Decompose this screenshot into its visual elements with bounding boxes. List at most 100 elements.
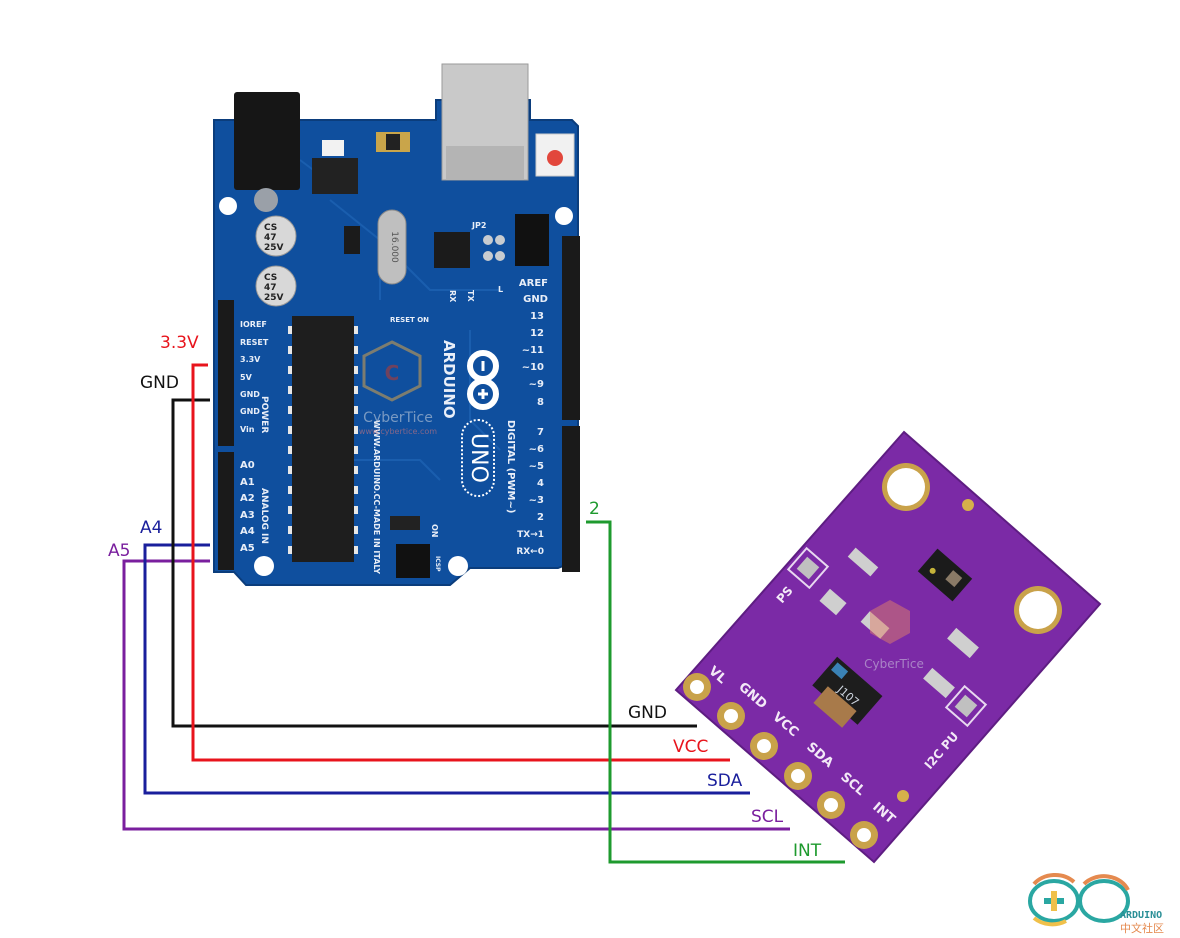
capacitor-text: 25V	[264, 293, 284, 303]
wire-sda	[143, 543, 750, 795]
watermark-brand: CyberTice	[363, 410, 433, 426]
crystal-oscillator: 16.000	[377, 209, 407, 285]
analog-in-label: ANALOG IN	[259, 488, 269, 544]
pin-label-5: ~5	[529, 461, 544, 472]
mounting-hole	[254, 556, 274, 576]
uno-text: UNO	[466, 433, 491, 483]
wire-scl	[122, 559, 790, 831]
pin-label-gnd: GND	[240, 390, 260, 399]
sensor-pcb	[674, 430, 1102, 864]
pin-label-1: TX→1	[517, 530, 544, 540]
ps-jumper	[786, 546, 830, 590]
power-pin-labels: IOREF RESET 3.3V 5V GND GND Vin	[240, 320, 269, 434]
pin-label-gnd: GND	[240, 407, 260, 416]
capacitor-text: 25V	[264, 243, 284, 253]
digital-pin-labels: AREF GND 13 12 ~11 ~10 ~9 8 7 ~6 ~5 4 ~3…	[516, 278, 548, 557]
mounting-hole	[219, 197, 237, 215]
pin-label-7: 7	[537, 427, 544, 438]
rx-led-label: RX	[448, 290, 457, 303]
pin-label-a4: A4	[240, 526, 255, 537]
analog-pin-labels: A0 A1 A2 A3 A4 A5	[240, 460, 255, 554]
capacitor-text: 47	[264, 233, 277, 243]
usb-port-front	[446, 146, 524, 180]
arduino-uno-board: CS 47 25V CS 47 25V 16.000 JP2	[213, 63, 580, 586]
jp2-label: JP2	[471, 221, 486, 230]
capacitor-text: CS	[264, 223, 277, 233]
icsp-header-bottom	[396, 544, 430, 578]
pin-label-8: 8	[537, 397, 544, 408]
svg-text:C: C	[385, 361, 400, 385]
analog-header	[218, 452, 234, 570]
label-vcc: VCC	[673, 737, 708, 757]
usb-controller-chip	[434, 232, 470, 268]
digital-label: DIGITAL (PWM~)	[505, 420, 516, 513]
label-a5: A5	[108, 541, 130, 561]
wire-vcc	[191, 363, 730, 762]
pin-label-3v3: 3.3V	[240, 355, 261, 364]
reset-on-label: RESET ON	[390, 316, 429, 324]
label-sensor-gnd: GND	[628, 703, 667, 723]
pin-label-a1: A1	[240, 477, 255, 488]
pin-label-10: ~10	[522, 362, 544, 373]
pin-label-12: 12	[530, 328, 544, 339]
pin-label-13: 13	[530, 311, 544, 322]
pin-label-a5: A5	[240, 543, 255, 554]
mounting-hole	[555, 207, 573, 225]
label-int: INT	[793, 841, 822, 861]
pin-label-a2: A2	[240, 493, 255, 504]
pin-label-a3: A3	[240, 510, 255, 521]
pin-label-4: 4	[537, 478, 544, 489]
icsp-header-top	[515, 214, 549, 266]
website-text: WWW.ARDUINO.CC-MADE IN ITALY	[372, 420, 381, 574]
pin-label-aref: AREF	[519, 278, 548, 289]
jp2-pads	[483, 235, 505, 261]
arduino-brand-text: ARDUINO	[440, 340, 458, 419]
cybertice-watermark: C CyberTice www.cybertice.com	[359, 340, 437, 436]
wires	[122, 363, 845, 864]
pin-label-9: ~9	[529, 379, 544, 390]
digital-header-bottom	[562, 426, 580, 572]
label-a4: A4	[140, 518, 162, 538]
label-scl: SCL	[751, 807, 784, 827]
pin-label-5v: 5V	[240, 373, 253, 382]
pin-label-0: RX←0	[516, 547, 544, 557]
pin-label-3: ~3	[529, 495, 544, 506]
sensor-pin-pads	[683, 673, 878, 849]
reset-button-cap[interactable]	[547, 150, 563, 166]
tx-led-label: TX	[466, 290, 475, 302]
watermark-brand: CyberTice	[864, 657, 924, 671]
arduino-infinity-logo	[467, 350, 499, 410]
gesture-sensor-chip	[917, 548, 973, 602]
power-header	[218, 300, 234, 446]
label-arduino-gnd: GND	[140, 373, 179, 393]
digital-header-top	[562, 236, 580, 420]
arduino-cn-logo: ARDUINO 中文社区	[1028, 873, 1164, 935]
dc-power-jack	[234, 92, 300, 190]
smd-component	[390, 516, 420, 530]
sensor-watermark: CyberTice	[864, 600, 924, 671]
mounting-hole	[448, 556, 468, 576]
wire-labels: 3.3V GND A4 A5 2 GND VCC SDA SCL INT	[108, 333, 822, 861]
logo-arduino-text: ARDUINO	[1120, 910, 1162, 921]
pin-label-vin: Vin	[240, 425, 255, 434]
pin-label-a0: A0	[240, 460, 255, 471]
label-pin-2: 2	[589, 499, 600, 519]
wire-int	[586, 520, 845, 864]
uno-badge: UNO	[461, 419, 495, 497]
label-3v3: 3.3V	[160, 333, 199, 353]
pin-label-6: ~6	[529, 444, 544, 455]
pin-label-gnd: GND	[523, 294, 548, 305]
pin-label-11: ~11	[522, 345, 544, 356]
capacitor-text: CS	[264, 273, 277, 283]
power-label: POWER	[259, 396, 269, 433]
logo-chinese-text: 中文社区	[1120, 921, 1164, 935]
pin-label-reset: RESET	[240, 338, 269, 347]
i2c-pullup-jumper	[944, 684, 988, 728]
jack-screw	[254, 188, 278, 212]
crystal-text: 16.000	[389, 231, 399, 263]
capacitor-2: CS 47 25V	[255, 265, 297, 307]
op-amp-chip	[344, 226, 360, 254]
capacitor-text: 47	[264, 283, 277, 293]
atmega328-chip	[288, 316, 358, 562]
